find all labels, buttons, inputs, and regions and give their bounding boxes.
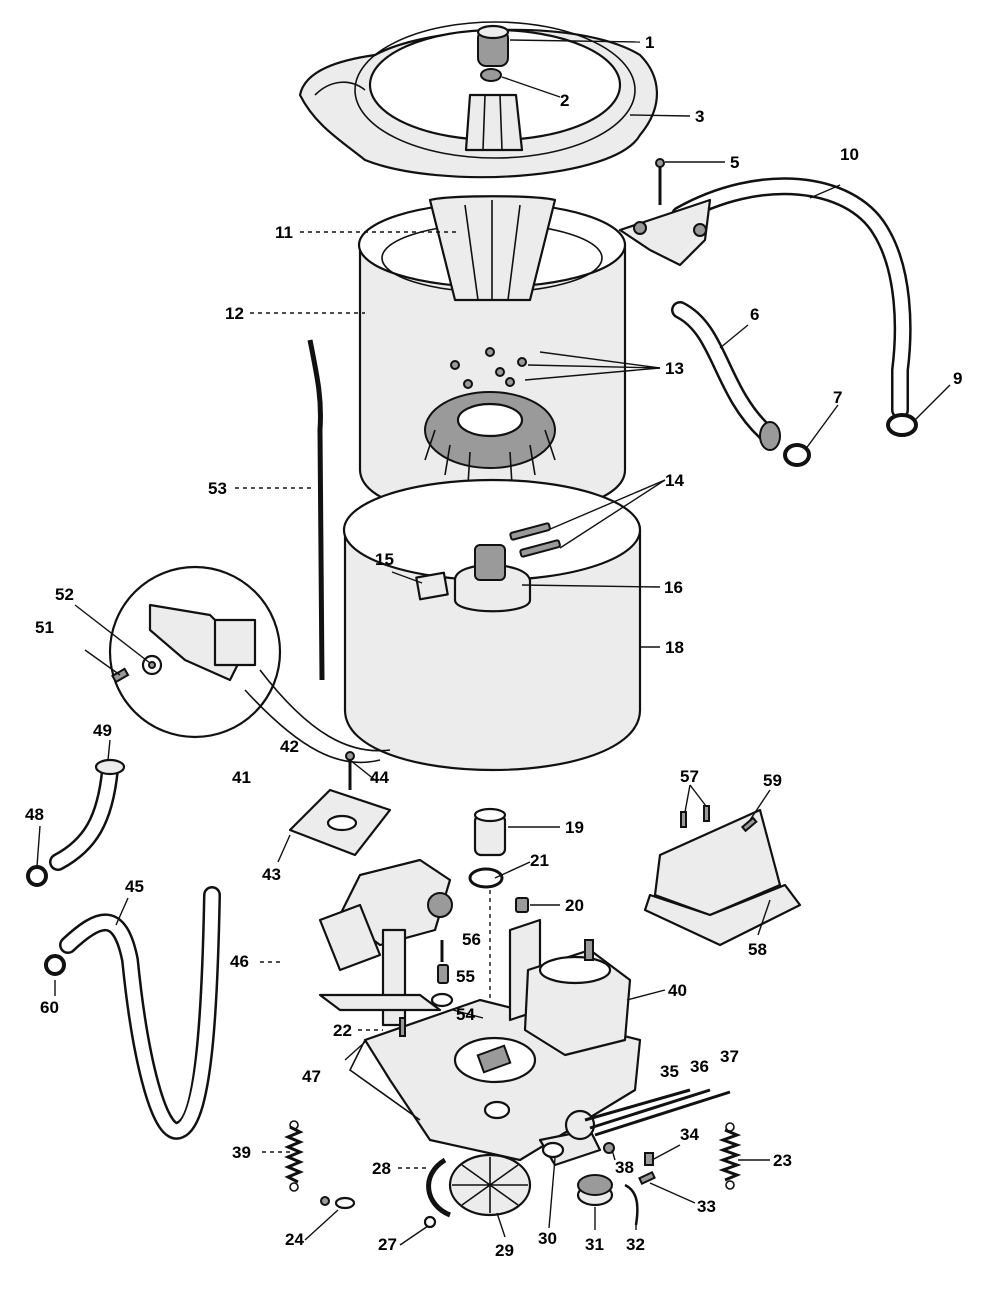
callout-51: 51 [35,618,54,637]
tub-bracket [415,571,449,601]
callout-32: 32 [626,1235,645,1254]
fill-hose [671,177,912,419]
bolt-47 [399,1017,406,1037]
callout-59: 59 [763,771,782,790]
callout-55: 55 [456,967,475,986]
idler-lever [538,1088,731,1167]
callout-34: 34 [680,1125,699,1144]
callout-29: 29 [495,1241,514,1260]
tub-bolts [509,522,561,558]
tub-rod [307,339,325,681]
hose-clamp-7 [783,443,811,467]
callout-52: 52 [55,585,74,604]
agitator-cap [476,24,510,67]
callout-54: 54 [456,1005,475,1024]
spring-23 [718,1122,742,1190]
callout-19: 19 [565,818,584,837]
callout-41: 41 [232,768,251,787]
agitator-base [424,391,556,486]
callout-24: 24 [285,1230,304,1249]
outer-tub [342,478,642,772]
callout-36: 36 [690,1057,709,1076]
callout-39: 39 [232,1143,251,1162]
leader-lines [36,39,951,1246]
callout-5: 5 [730,153,739,172]
callout-14: 14 [665,471,684,490]
callout-53: 53 [208,479,227,498]
callout-labels: 1 2 3 5 6 7 9 10 11 12 13 14 15 16 18 19… [25,33,962,1260]
hose-bracket [618,198,712,267]
callout-44: 44 [370,768,389,787]
callout-56: 56 [462,930,481,949]
callout-57: 57 [680,767,699,786]
agitator-shaft [464,93,524,152]
callout-1: 1 [645,33,654,52]
idler-pulley [576,1174,614,1207]
drain-hose-short [671,301,781,451]
drive-pulley [448,1153,532,1217]
washer-21 [468,867,504,889]
hose-clamp-48 [26,865,48,887]
callout-60: 60 [40,998,59,1017]
callout-35: 35 [660,1062,679,1081]
callout-58: 58 [748,940,767,959]
agitator-washer [480,68,502,82]
drain-hose-45 [59,886,221,1140]
callout-2: 2 [560,91,569,110]
callout-15: 15 [375,550,394,569]
callout-43: 43 [262,865,281,884]
callout-10: 10 [840,145,859,164]
callout-7: 7 [833,388,842,407]
linkage-bar [318,940,454,1012]
callout-40: 40 [668,981,687,1000]
agitator-body [428,195,557,302]
callout-16: 16 [664,578,683,597]
tub-seal [453,544,532,613]
detail-magnifier [108,565,391,764]
callout-13: 13 [665,359,684,378]
callout-48: 48 [25,805,44,824]
basket-screws [450,347,527,389]
callout-28: 28 [372,1159,391,1178]
callout-46: 46 [230,952,249,971]
callout-3: 3 [695,107,704,126]
callout-18: 18 [665,638,684,657]
nut-20 [515,897,529,913]
hose-clamp-9 [886,413,918,437]
pump-hose-49 [49,758,126,871]
callout-49: 49 [93,721,112,740]
bracket-screw [655,158,665,205]
mount-plate [288,751,392,857]
callout-37: 37 [720,1047,739,1066]
callout-33: 33 [697,1197,716,1216]
callout-21: 21 [530,851,549,870]
callout-27: 27 [378,1235,397,1254]
callout-23: 23 [773,1151,792,1170]
callout-30: 30 [538,1229,557,1248]
callout-47: 47 [302,1067,321,1086]
callout-12: 12 [225,304,244,323]
callout-45: 45 [125,877,144,896]
callout-31: 31 [585,1235,604,1254]
spring-39 [284,1120,304,1192]
drive-belt [426,1157,452,1218]
callout-20: 20 [565,896,584,915]
callout-11: 11 [275,223,293,242]
small-hardware [320,1142,656,1229]
callout-22: 22 [333,1021,352,1040]
hose-clamp-60 [44,954,66,976]
callout-42: 42 [280,737,299,756]
callout-38: 38 [615,1158,634,1177]
callout-6: 6 [750,305,759,324]
motor-cover [643,805,802,947]
switch-19 [473,807,507,857]
wire-32 [624,1183,639,1226]
drive-motor [523,939,632,1057]
callout-9: 9 [953,369,962,388]
